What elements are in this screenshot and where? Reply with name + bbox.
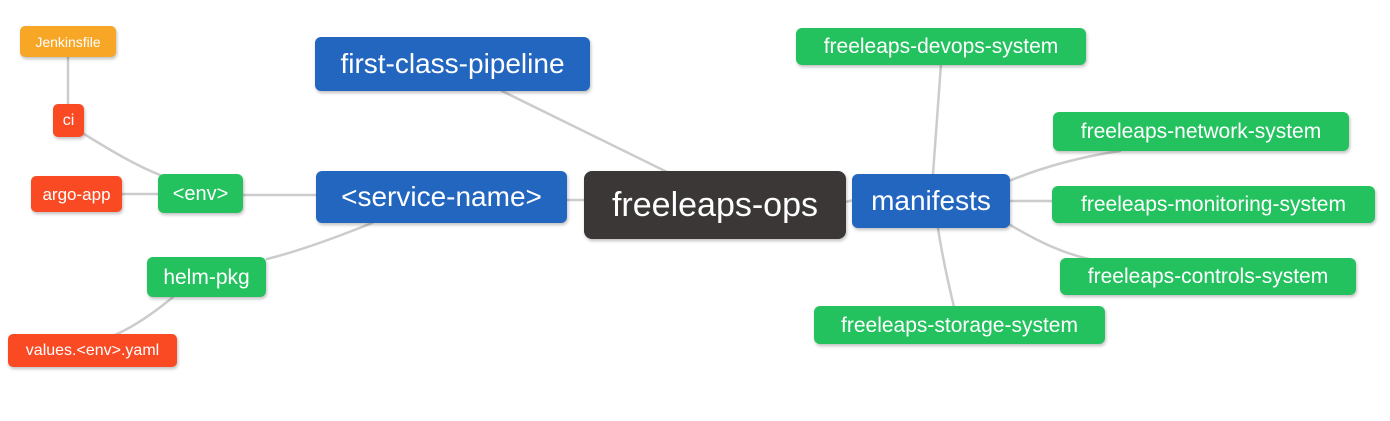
node-freeleaps-devops-system[interactable]: freeleaps-devops-system — [796, 28, 1086, 65]
edge-manifests-storage — [936, 226, 956, 309]
edge-manifests-controls — [1005, 221, 1095, 262]
node-helm-pkg[interactable]: helm-pkg — [147, 257, 266, 297]
node-freeleaps-ops[interactable]: freeleaps-ops — [584, 171, 846, 239]
node-freeleaps-monitoring-system[interactable]: freeleaps-monitoring-system — [1052, 186, 1375, 223]
edge-manifests-network — [1007, 149, 1122, 183]
node-first-class-pipeline[interactable]: first-class-pipeline — [315, 37, 590, 91]
node-values-env-yaml[interactable]: values.<env>.yaml — [8, 334, 177, 367]
node-jenkinsfile[interactable]: Jenkinsfile — [20, 26, 116, 57]
edge-pipeline-freeleaps-ops — [500, 89, 669, 174]
edge-service-name-helm-pkg — [265, 221, 374, 261]
node-freeleaps-controls-system[interactable]: freeleaps-controls-system — [1060, 258, 1356, 295]
node-manifests[interactable]: manifests — [852, 174, 1010, 228]
node-service-name[interactable]: <service-name> — [316, 171, 567, 223]
node-freeleaps-storage-system[interactable]: freeleaps-storage-system — [814, 306, 1105, 344]
node-env[interactable]: <env> — [158, 174, 243, 213]
edge-helm-pkg-values — [113, 295, 175, 337]
node-ci[interactable]: ci — [53, 104, 84, 137]
edge-ci-env — [82, 132, 162, 177]
edge-manifests-devops — [931, 62, 943, 176]
node-freeleaps-network-system[interactable]: freeleaps-network-system — [1053, 112, 1349, 151]
node-argo-app[interactable]: argo-app — [31, 176, 122, 212]
